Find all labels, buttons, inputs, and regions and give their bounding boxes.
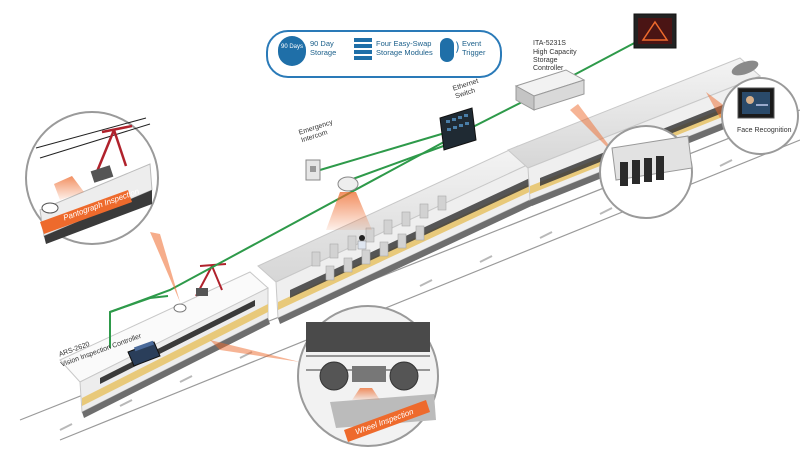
disk-icon-text: 90 Days	[280, 44, 303, 50]
pantograph-camera	[196, 288, 208, 296]
face-recognition-callout	[706, 77, 799, 155]
vision-controller-device	[127, 340, 161, 367]
event-trigger-icon	[440, 38, 454, 62]
ceiling-camera	[326, 176, 372, 230]
feature-event-label: Event Trigger	[462, 39, 486, 57]
roof-camera	[173, 303, 187, 313]
storage-zoom-callout	[570, 104, 693, 219]
event-waves: )	[455, 40, 460, 54]
wheel-zoom-callout	[210, 305, 439, 447]
alert-monitor	[633, 13, 677, 49]
storage-modules-icon	[354, 38, 372, 62]
pantograph-zoom-callout	[25, 111, 180, 302]
train-car-front	[59, 271, 270, 418]
storage-controller-desc: High Capacity Storage Controller	[533, 49, 577, 73]
storage-controller-device	[514, 69, 586, 111]
ethernet-switch-device	[439, 107, 477, 151]
passenger-seats	[311, 195, 447, 281]
passenger-figure	[357, 235, 367, 250]
storage-disk-icon	[278, 36, 306, 66]
feature-modules-label: Four Easy-Swap Storage Modules	[376, 39, 433, 57]
face-recognition-label: Face Recognition	[737, 127, 792, 134]
feature-storage-label: 90 Day Storage	[310, 39, 337, 57]
storage-controller-model: ITA-5231S	[533, 40, 566, 47]
